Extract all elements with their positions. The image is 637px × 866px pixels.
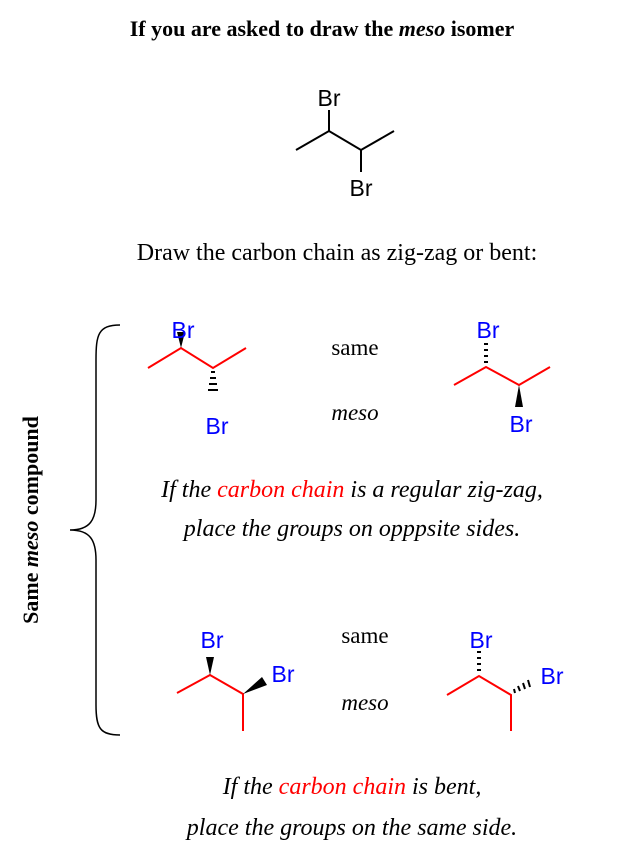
rule-2-line-1: If the carbon chain is bent, — [222, 774, 482, 800]
same-label: same — [341, 623, 388, 648]
br-label: Br — [541, 663, 564, 689]
br-label: Br — [477, 317, 500, 343]
zigzag-molecule-left: Br Br — [147, 317, 247, 439]
brace — [69, 324, 121, 736]
br-label: Br — [272, 661, 295, 687]
wedge-bond — [206, 657, 214, 675]
bent-molecule-left: Br Br — [176, 627, 295, 731]
rule-1-line-2: place the groups on opppsite sides. — [182, 516, 520, 542]
br-label: Br — [206, 413, 229, 439]
rule-2-line-2: place the groups on the same side. — [185, 815, 517, 841]
br-label: Br — [350, 175, 373, 201]
instruction-text: Draw the carbon chain as zig-zag or bent… — [137, 240, 538, 266]
hash-bond — [513, 679, 531, 694]
side-label: Same meso compound — [18, 416, 43, 624]
wedge-bond — [177, 332, 185, 348]
same-label: same — [331, 335, 378, 360]
hash-bond — [208, 371, 218, 391]
br-label: Br — [510, 411, 533, 437]
wedge-bond — [515, 385, 523, 407]
title: If you are asked to draw the meso isomer — [130, 16, 515, 41]
molecule-2-3-dibromobutane: Br Br — [295, 85, 395, 201]
br-label: Br — [318, 85, 341, 111]
hash-bond — [484, 343, 488, 363]
rule-1-line-1: If the carbon chain is a regular zig-zag… — [160, 477, 543, 503]
meso-label: meso — [331, 400, 378, 425]
br-label: Br — [201, 627, 224, 653]
bent-molecule-right: Br Br — [446, 627, 564, 731]
zigzag-molecule-right: Br Br — [453, 317, 551, 437]
br-label: Br — [470, 627, 493, 653]
meso-label: meso — [341, 690, 388, 715]
wedge-bond — [243, 677, 267, 694]
br-label: Br — [172, 317, 195, 343]
hash-bond — [477, 651, 481, 671]
